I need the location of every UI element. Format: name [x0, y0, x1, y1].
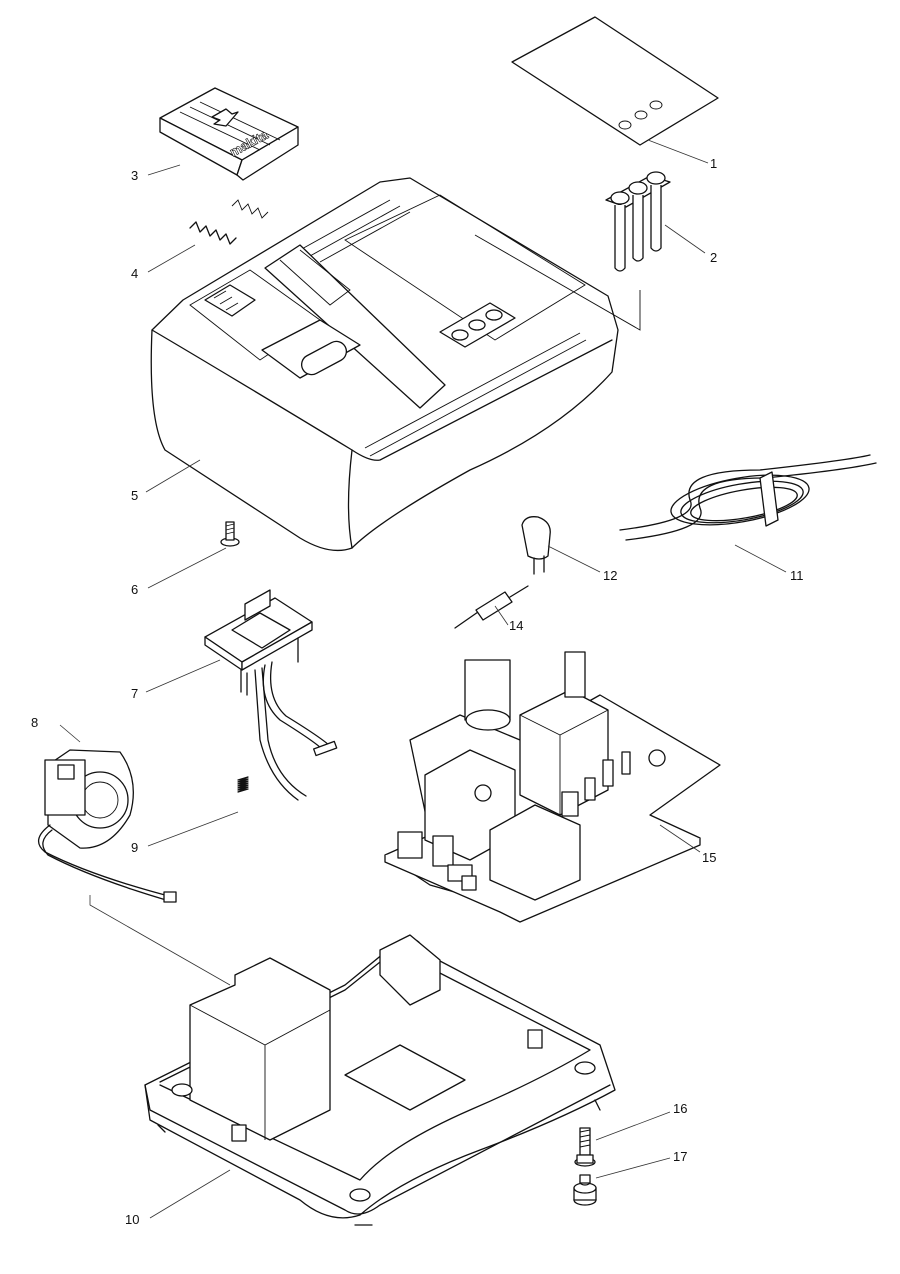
part-number-7: 7: [131, 686, 138, 701]
part-number-17: 17: [673, 1149, 687, 1164]
part-number-9: 9: [131, 840, 138, 855]
part-12-capacitor: [521, 516, 551, 575]
part-number-3: 3: [131, 168, 138, 183]
part-1-label-sheet: [511, 16, 719, 146]
part-2-light-guide: [605, 171, 671, 272]
part-8-fan: [38, 749, 177, 903]
part-17-foot: [573, 1174, 597, 1206]
part-number-2: 2: [710, 250, 717, 265]
part-4-spring: [189, 199, 269, 245]
assembly-guides: [89, 895, 231, 986]
part-number-11: 11: [790, 568, 804, 583]
part-10-base: [144, 934, 616, 1226]
part-numbers: 1 2 3 4 5 6 7 8 9 10 11 12 14 15 16 17: [31, 156, 804, 1227]
part-5-housing: [150, 177, 641, 552]
part-14-fuse: [454, 585, 529, 629]
part-number-16: 16: [673, 1101, 687, 1116]
part-number-6: 6: [131, 582, 138, 597]
part-11-power-cord: [619, 454, 877, 541]
part-6-screw: [220, 521, 240, 547]
part-3-cover: makita: [159, 87, 299, 181]
part-number-15: 15: [702, 850, 716, 865]
leader-lines: [59, 139, 787, 1219]
part-number-8: 8: [31, 715, 38, 730]
part-number-14: 14: [509, 618, 523, 633]
part-number-4: 4: [131, 266, 138, 281]
part-16-screw: [574, 1127, 596, 1167]
part-7-switch-board: [204, 589, 338, 801]
part-number-12: 12: [603, 568, 617, 583]
part-number-10: 10: [125, 1212, 139, 1227]
part-15-pcb: [384, 651, 721, 923]
part-9-spring: [237, 776, 249, 793]
part-number-5: 5: [131, 488, 138, 503]
part-number-1: 1: [710, 156, 717, 171]
